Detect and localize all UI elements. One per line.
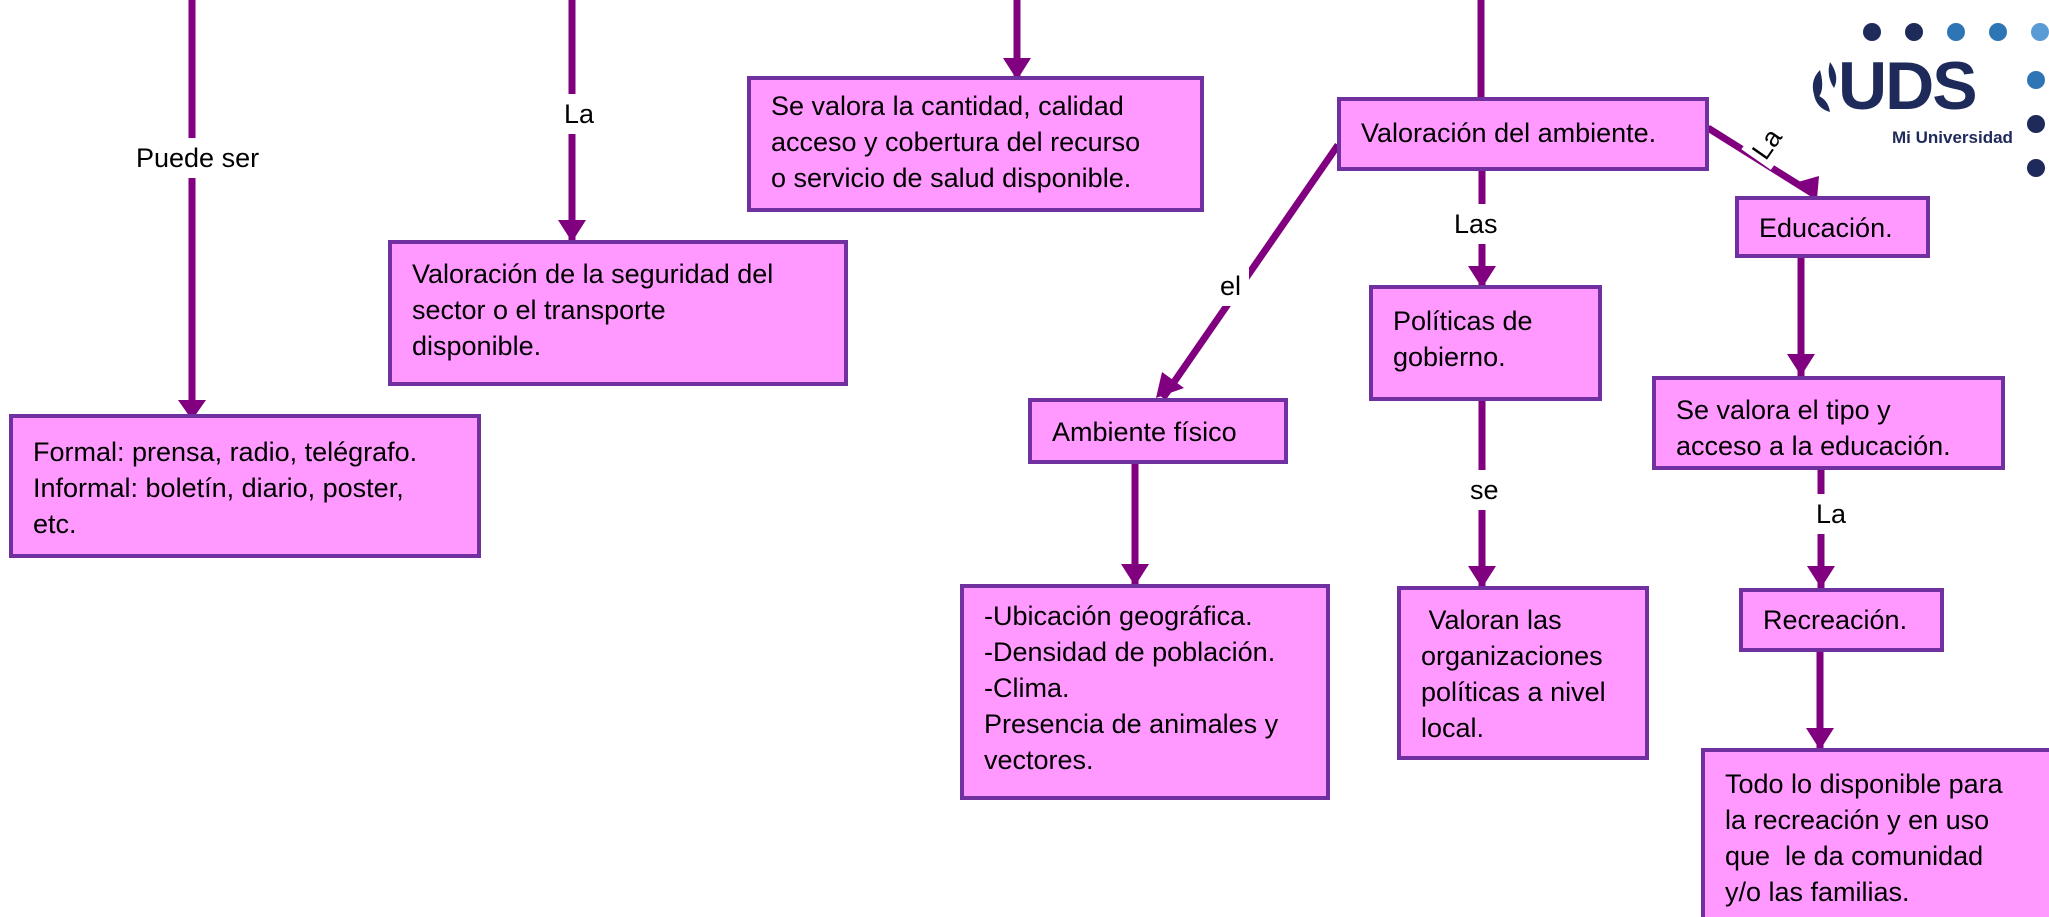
box-educacion-detalle-line-1: Se valora el tipo y <box>1676 395 1891 425</box>
box-recreacion-detalle-line-2: la recreación y en uso <box>1725 805 1990 835</box>
uds-logo-text: UDS <box>1838 48 1978 124</box>
box-recreacion-detalle-line-1: Todo lo disponible para <box>1725 769 2003 799</box>
box-comunicacion-line-2: Informal: boletín, diario, poster, <box>33 473 404 503</box>
uds-logo-tagline: Mi Universidad <box>1892 128 2013 147</box>
box-ambiente-fisico-text: Ambiente físico <box>1052 417 1237 447</box>
box-politicas-detalle-line-4: local. <box>1421 713 1485 743</box>
box-ambiente-detalle-line-5: vectores. <box>984 745 1094 775</box>
box-politicas-detalle-line-2: organizaciones <box>1421 641 1603 671</box>
box-comunicacion-line-3: etc. <box>33 509 77 539</box>
box-seguridad-line-3: disponible. <box>412 331 542 361</box>
box-salud-line-3: o servicio de salud disponible. <box>771 163 1132 193</box>
box-recreacion-detalle-line-4: y/o las familias. <box>1725 877 1910 907</box>
box-educacion-detalle: Se valora el tipo y acceso a la educació… <box>1652 376 2005 470</box>
box-ambiente-detalle: -Ubicación geográfica. -Densidad de pobl… <box>960 584 1330 800</box>
connector-label-se: se <box>1462 470 1507 510</box>
box-comunicacion-line-1: Formal: prensa, radio, telégrafo. <box>33 437 418 467</box>
box-seguridad: Valoración de la seguridad del sector o … <box>388 240 848 386</box>
box-politicas: Políticas de gobierno. <box>1369 285 1602 401</box>
box-recreacion-detalle: Todo lo disponible para la recreación y … <box>1701 748 2049 917</box>
arrowheads <box>178 58 1835 750</box>
box-salud: Se valora la cantidad, calidad acceso y … <box>747 76 1204 212</box>
box-salud-line-2: acceso y cobertura del recurso <box>771 127 1141 157</box>
uds-logo: UDS Mi Universidad <box>1800 10 2049 200</box>
box-ambiente-detalle-line-3: -Clima. <box>984 673 1070 703</box>
connector-label-el: el <box>1212 266 1250 306</box>
box-politicas-detalle: Valoran las organizaciones políticas a n… <box>1397 586 1649 760</box>
box-educacion: Educación. <box>1735 196 1930 258</box>
box-valoracion-ambiente: Valoración del ambiente. <box>1337 97 1709 171</box>
box-politicas-detalle-line-1: Valoran las <box>1421 605 1562 635</box>
box-recreacion: Recreación. <box>1739 588 1944 652</box>
uds-laurel-icon <box>1812 62 1837 112</box>
box-recreacion-detalle-line-3: que le da comunidad <box>1725 841 1984 871</box>
box-ambiente-detalle-line-4: Presencia de animales y <box>984 709 1279 739</box>
box-valoracion-ambiente-text: Valoración del ambiente. <box>1361 118 1657 148</box>
box-seguridad-line-2: sector o el transporte <box>412 295 666 325</box>
box-recreacion-text: Recreación. <box>1763 605 1908 635</box>
box-ambiente-detalle-line-1: -Ubicación geográfica. <box>984 601 1253 631</box>
box-comunicacion: Formal: prensa, radio, telégrafo. Inform… <box>9 414 481 558</box>
box-educacion-text: Educación. <box>1759 213 1893 243</box>
connector-label-la-seguridad: La <box>556 94 603 134</box>
box-salud-line-1: Se valora la cantidad, calidad <box>771 91 1124 121</box>
box-seguridad-line-1: Valoración de la seguridad del <box>412 259 774 289</box>
box-politicas-line-2: gobierno. <box>1393 342 1506 372</box>
connector-label-puede-ser: Puede ser <box>128 138 268 178</box>
box-politicas-line-1: Políticas de <box>1393 306 1533 336</box>
box-ambiente-detalle-line-2: -Densidad de población. <box>984 637 1276 667</box>
uds-logo-graphic <box>1812 23 2049 177</box>
box-ambiente-fisico: Ambiente físico <box>1028 398 1288 464</box>
box-educacion-detalle-line-2: acceso a la educación. <box>1676 431 1951 461</box>
arrow-to-ambiente-fisico <box>1160 143 1341 400</box>
connector-label-la-recreacion: La <box>1808 494 1855 534</box>
box-politicas-detalle-line-3: políticas a nivel <box>1421 677 1606 707</box>
connector-label-las: Las <box>1446 204 1506 244</box>
